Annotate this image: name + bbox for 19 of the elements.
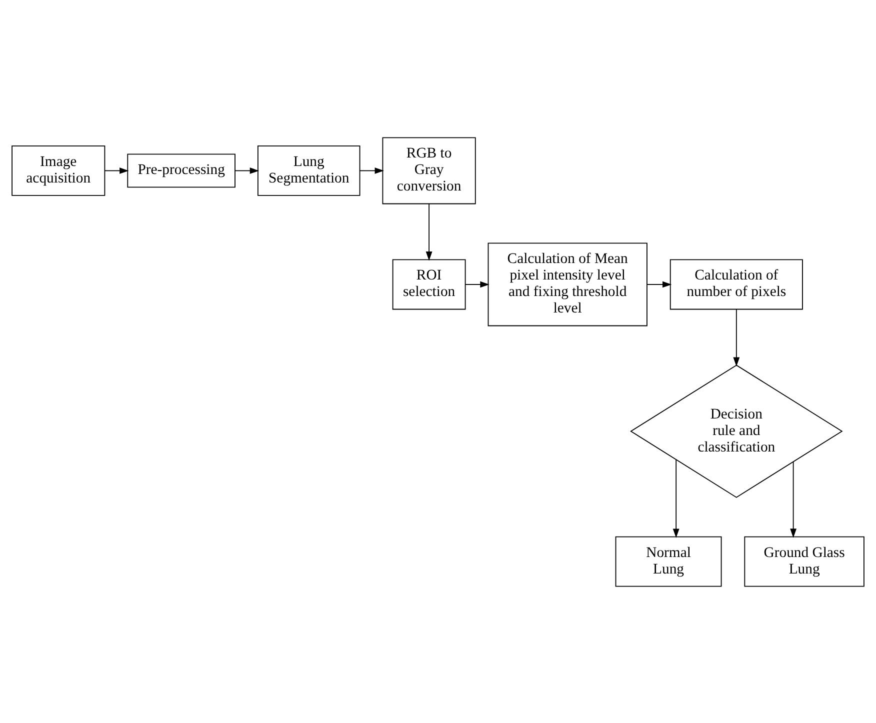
node-box: Ground Glass Lung [744, 536, 864, 586]
arrow [672, 458, 680, 538]
node-box: Lung Segmentation [257, 144, 360, 196]
arrow [359, 166, 384, 174]
arrow [234, 166, 260, 174]
node-box: ROI selection [392, 258, 466, 310]
arrow [104, 166, 129, 174]
node-box: Pre-processing [127, 153, 236, 188]
arrow [733, 308, 740, 366]
arrow [790, 460, 797, 538]
node-box: Calculation of number of pixels [670, 258, 803, 310]
node-box: Normal Lung [615, 536, 722, 586]
node-box: Image acquisition [12, 144, 106, 196]
node-box: RGB to Gray conversion [382, 136, 476, 204]
arrow [426, 202, 432, 260]
node-diamond: Decision rule and classification [630, 364, 843, 498]
arrow [465, 280, 490, 288]
node-box: Calculation of Mean pixel intensity level and fixing threshold level [488, 242, 648, 326]
arrow [646, 280, 672, 288]
